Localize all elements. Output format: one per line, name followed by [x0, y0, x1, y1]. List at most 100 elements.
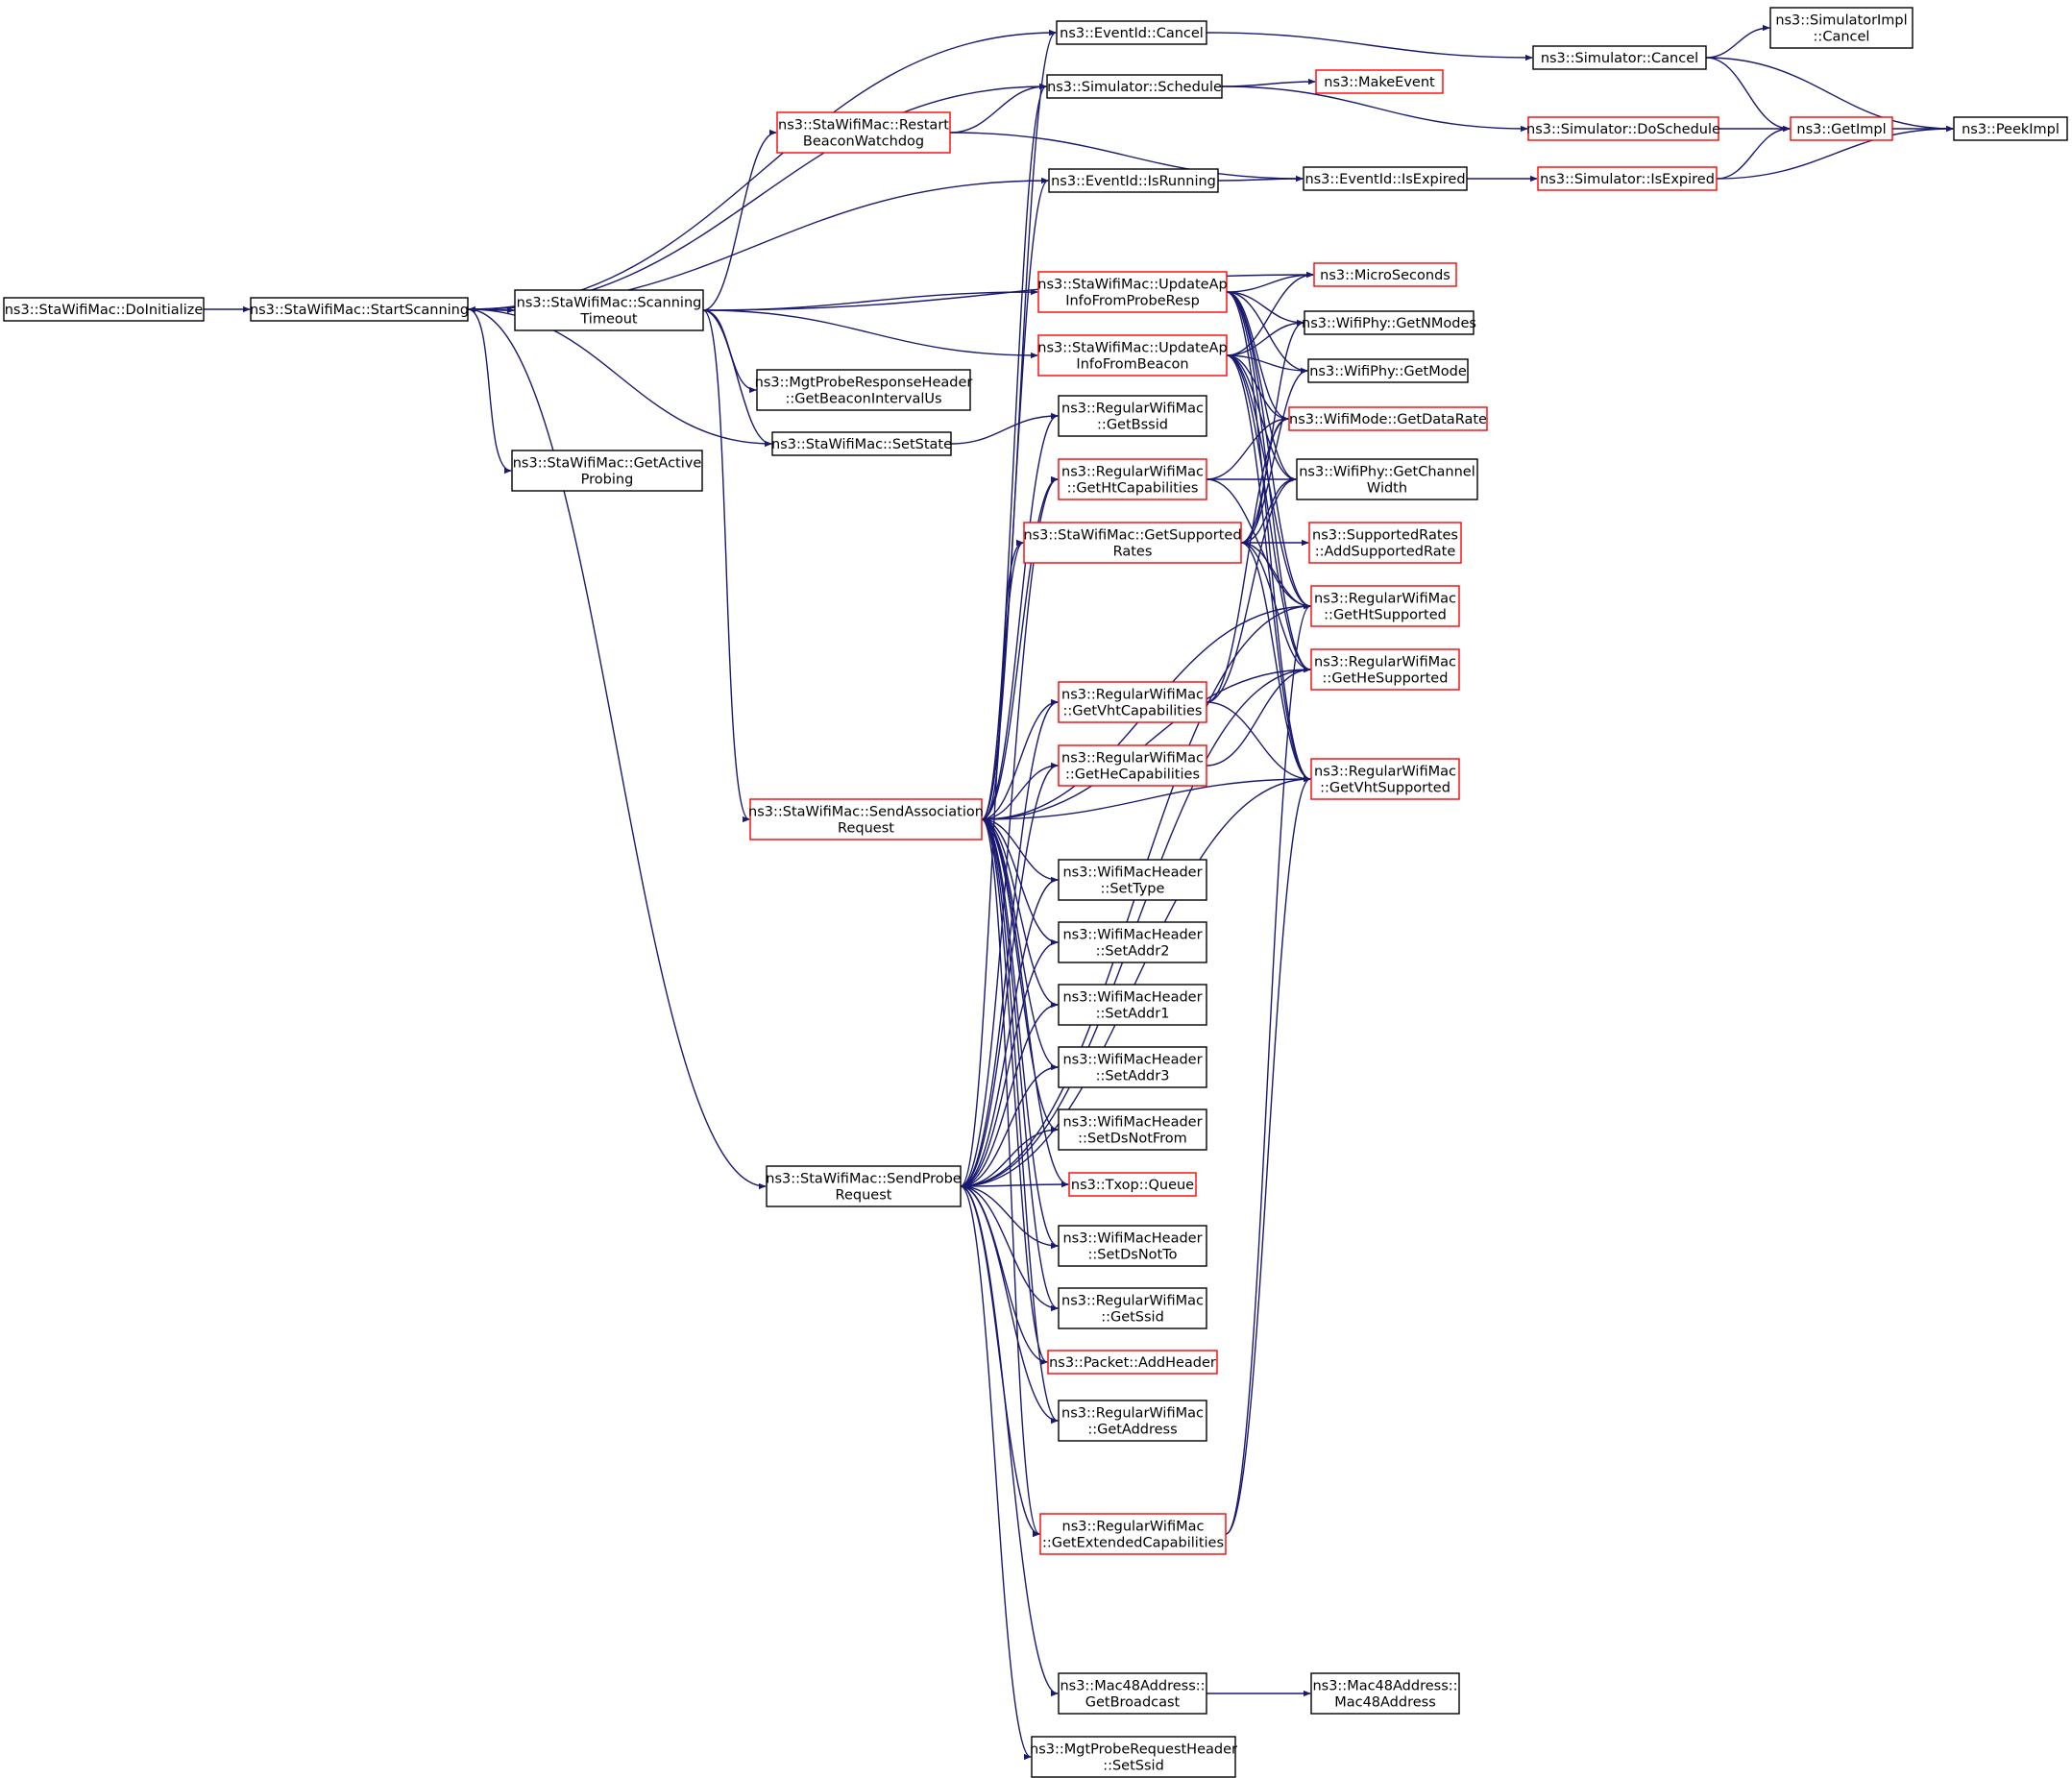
- node-peekimpl[interactable]: ns3::PeekImpl: [1953, 116, 2068, 141]
- node-box: [1039, 1513, 1227, 1555]
- node-box: [1048, 168, 1219, 193]
- node-getaddress[interactable]: ns3::RegularWifiMac::GetAddress: [1058, 1400, 1207, 1442]
- edge-path: [981, 177, 1049, 820]
- node-evisexpired[interactable]: ns3::EventId::IsExpired: [1303, 166, 1468, 191]
- node-label: ::AddSupportedRate: [1315, 545, 1456, 560]
- node-label: ns3::WifiMacHeader: [1062, 1231, 1202, 1247]
- node-setssid[interactable]: ns3::MgtProbeRequestHeader::SetSsid: [1030, 1736, 1237, 1778]
- node-getmode[interactable]: ns3::WifiPhy::GetMode: [1307, 358, 1469, 383]
- node-setdsnotfrom[interactable]: ns3::WifiMacHeader::SetDsNotFrom: [1058, 1108, 1207, 1151]
- edge-sendassoc-to-getbssid: [981, 412, 1059, 820]
- node-getbssid[interactable]: ns3::RegularWifiMac::GetBssid: [1058, 395, 1207, 437]
- node-gethtcap[interactable]: ns3::RegularWifiMac::GetHtCapabilities: [1058, 458, 1207, 500]
- node-setstate[interactable]: ns3::StaWifiMac::SetState: [771, 431, 952, 456]
- node-setdsnotto[interactable]: ns3::WifiMacHeader::SetDsNotTo: [1058, 1225, 1207, 1267]
- edge-path: [1225, 602, 1311, 1535]
- node-setaddr2[interactable]: ns3::WifiMacHeader::SetAddr2: [1058, 921, 1207, 963]
- edge-updbeacon-to-getvhtsup: [1226, 354, 1311, 783]
- node-gethtsup[interactable]: ns3::RegularWifiMac::GetHtSupported: [1310, 585, 1460, 627]
- node-simimplcancel[interactable]: ns3::SimulatorImpl::Cancel: [1769, 7, 1914, 49]
- node-box: [766, 1165, 962, 1207]
- node-evisrunning[interactable]: ns3::EventId::IsRunning: [1048, 168, 1219, 193]
- node-getssid[interactable]: ns3::RegularWifiMac::GetSsid: [1058, 1287, 1207, 1329]
- edge-updbeacon-to-microsec: [1226, 271, 1314, 356]
- edge-path: [1206, 701, 1311, 783]
- edge-getvhtcap-to-getvhtsup: [1206, 701, 1311, 783]
- edge-sendprobe-to-getvhtcap: [960, 698, 1059, 1187]
- node-setaddr3[interactable]: ns3::WifiMacHeader::SetAddr3: [1058, 1046, 1207, 1088]
- node-label: ::GetExtendedCapabilities: [1042, 1536, 1224, 1551]
- edge-scantimeout-to-setstate: [702, 309, 772, 448]
- edge-getextcap-to-gethtsup: [1225, 602, 1311, 1535]
- edge-path: [981, 818, 1069, 1188]
- node-doinit[interactable]: ns3::StaWifiMac::DoInitialize: [3, 297, 205, 322]
- node-makeevent[interactable]: ns3::MakeEvent: [1315, 69, 1444, 94]
- node-txopqueue[interactable]: ns3::Txop::Queue: [1068, 1172, 1197, 1197]
- node-simdosched[interactable]: ns3::Simulator::DoSchedule: [1526, 116, 1720, 141]
- edge-path: [1206, 415, 1289, 480]
- node-addheader[interactable]: ns3::Packet::AddHeader: [1047, 1350, 1218, 1375]
- edge-path: [960, 1126, 1059, 1187]
- node-settype[interactable]: ns3::WifiMacHeader::SetType: [1058, 859, 1207, 901]
- node-getvhtcap[interactable]: ns3::RegularWifiMac::GetVhtCapabilities: [1058, 681, 1207, 723]
- edge-startscan-to-sendprobe: [467, 308, 767, 1190]
- node-label: ::SetAddr3: [1096, 1069, 1170, 1084]
- node-simschedule[interactable]: ns3::Simulator::Schedule: [1046, 74, 1223, 99]
- edge-sendassoc-to-evisrunning: [981, 177, 1049, 820]
- node-simcancel[interactable]: ns3::Simulator::Cancel: [1532, 45, 1707, 70]
- edge-path: [702, 309, 1038, 359]
- edge-path: [981, 818, 1059, 1425]
- node-mac48ctor[interactable]: ns3::Mac48Address::Mac48Address: [1310, 1672, 1460, 1715]
- node-label: ns3::StaWifiMac::SetState: [771, 437, 952, 452]
- node-getvhtsup[interactable]: ns3::RegularWifiMac::GetVhtSupported: [1310, 758, 1460, 800]
- node-getnmodes[interactable]: ns3::WifiPhy::GetNModes: [1302, 310, 1476, 335]
- node-mgtbeacon[interactable]: ns3::MgtProbeResponseHeader::GetBeaconIn…: [755, 369, 973, 411]
- edge-updbeacon-to-getdatarate: [1226, 354, 1289, 423]
- node-box: [776, 111, 951, 154]
- edge-getsuprates-to-getdatarate: [1240, 415, 1289, 544]
- node-box: [1532, 45, 1707, 70]
- edge-sendprobe-to-getaddress: [960, 1185, 1059, 1425]
- node-box: [1953, 116, 2068, 141]
- node-microsec[interactable]: ns3::MicroSeconds: [1313, 262, 1457, 287]
- node-label: ns3::RegularWifiMac: [1062, 1520, 1205, 1535]
- node-setaddr1[interactable]: ns3::WifiMacHeader::SetAddr1: [1058, 984, 1207, 1026]
- node-getdatarate[interactable]: ns3::WifiMode::GetDataRate: [1288, 406, 1488, 431]
- edge-sendprobe-to-getssid: [960, 1185, 1059, 1312]
- node-label: ns3::WifiMode::GetDataRate: [1289, 412, 1487, 427]
- edge-sendassoc-to-setaddr2: [981, 818, 1059, 946]
- node-gethecap[interactable]: ns3::RegularWifiMac::GetHeCapabilities: [1058, 744, 1207, 787]
- node-box: [1315, 69, 1444, 94]
- edge-path: [467, 308, 512, 475]
- node-simisexpired[interactable]: ns3::Simulator::IsExpired: [1537, 166, 1718, 191]
- node-getbroadcast[interactable]: ns3::Mac48Address::GetBroadcast: [1058, 1672, 1207, 1715]
- node-box: [1307, 358, 1469, 383]
- edge-gethtcap-to-getdatarate: [1206, 415, 1289, 480]
- node-box: [1537, 166, 1718, 191]
- node-gethesup[interactable]: ns3::RegularWifiMac::GetHeSupported: [1310, 648, 1460, 691]
- node-label: ns3::StaWifiMac::DoInitialize: [5, 303, 204, 318]
- node-updprobe[interactable]: ns3::StaWifiMac::UpdateApInfoFromProbeRe…: [1037, 271, 1228, 313]
- node-label: ns3::PeekImpl: [1962, 122, 2060, 137]
- node-getextcap[interactable]: ns3::RegularWifiMac::GetExtendedCapabili…: [1039, 1513, 1227, 1555]
- edge-path: [1240, 542, 1311, 610]
- node-label: ns3::Simulator::Schedule: [1047, 80, 1222, 95]
- node-label: ns3::StaWifiMac::Scanning: [517, 296, 702, 311]
- node-addsuprate[interactable]: ns3::SupportedRates::AddSupportedRate: [1308, 522, 1462, 564]
- node-evcancel[interactable]: ns3::EventId::Cancel: [1056, 20, 1207, 45]
- node-label: ns3::RegularWifiMac: [1061, 1294, 1204, 1309]
- node-label: ns3::StaWifiMac::UpdateAp: [1037, 341, 1227, 356]
- edge-path: [960, 1001, 1059, 1187]
- node-getimpl[interactable]: ns3::GetImpl: [1790, 116, 1893, 141]
- node-startscan[interactable]: ns3::StaWifiMac::StartScanning: [250, 297, 469, 322]
